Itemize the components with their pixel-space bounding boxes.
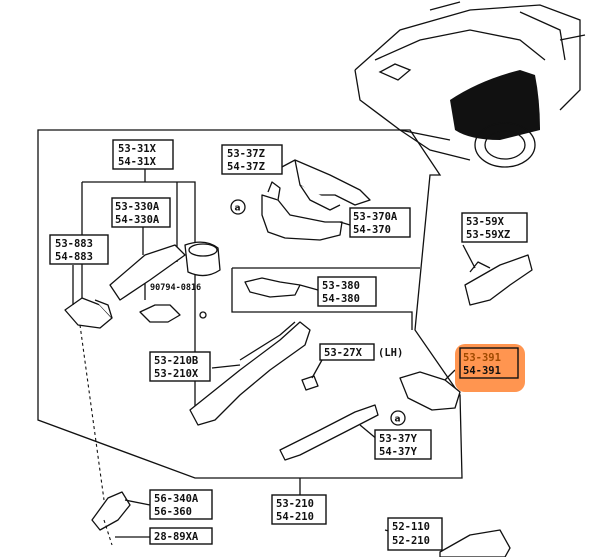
callout-a-upper: a [230,199,246,215]
member-330a [109,241,221,301]
assembly-outline [37,129,463,479]
label-text: 53-380 [322,280,360,292]
callout-text: a [395,415,401,425]
label-text: 53-31X [118,143,157,155]
label-text: 53-210X [154,368,199,380]
label-text: 54-391 [463,365,501,377]
label-text: 54-330A [115,214,160,226]
bracket-883 [64,297,113,329]
label-53-37y: 53-37Y 54-37Y [374,429,432,460]
label-text: 53-59X [466,216,505,228]
bracket-340a [91,491,131,531]
bracket-upper-37z [294,159,371,211]
label-text: 54-31X [118,156,157,168]
label-text: 53-37Z [227,148,265,160]
panel-52-110 [439,529,511,557]
label-text: 54-37Z [227,161,265,173]
label-text: 52-110 [392,521,430,533]
label-53-330a: 53-330A 54-330A [111,197,171,228]
label-text: (LH) [378,347,403,359]
label-53-59x: 53-59X 53-59XZ [461,212,528,243]
label-text: 52-210 [392,535,430,547]
label-text: 54-210 [276,511,314,523]
label-text: 53-330A [115,201,160,213]
bracket-380 [244,277,301,298]
label-text: 90794-0816 [150,283,201,293]
label-text: 54-883 [55,251,93,263]
label-text: 28-89XA [154,531,199,543]
label-53-210b: 53-210B 53-210X [149,351,211,382]
label-text: 53-37Y [379,433,418,445]
label-53-37z: 53-37Z 54-37Z [221,144,283,175]
label-53-27x: 53-27X (LH) [319,343,403,361]
label-53-391-highlighted: 53-391 54-391 [455,344,525,392]
bracket-59x [464,254,533,306]
frame-210b [189,321,311,426]
label-text: 56-340A [154,493,199,505]
label-text: 53-210 [276,498,314,510]
label-28-89xa: 28-89XA [149,527,213,545]
bolt-90794 [139,304,207,323]
label-52-110: 52-110 52-210 [387,517,443,551]
label-56-340a: 56-340A 56-360 [149,489,213,520]
label-text: 53-883 [55,238,93,250]
label-53-883: 53-883 54-883 [49,234,109,265]
label-text: 53-370A [353,211,398,223]
label-53-210: 53-210 54-210 [271,494,327,525]
label-text: 53-59XZ [466,229,510,241]
label-text: 53-210B [154,355,198,367]
label-text: 54-380 [322,293,360,305]
label-53-31x: 53-31X 54-31X [112,139,174,170]
label-90794-0816: 90794-0816 [150,283,201,293]
panel-391 [399,371,461,411]
member-37y [279,404,379,461]
callout-a-lower: a [390,410,406,426]
label-text: 53-27X [324,347,363,359]
label-text: 53-391 [463,352,501,364]
label-53-380: 53-380 54-380 [317,276,377,307]
clip-27x [301,375,319,391]
label-text: 54-370 [353,224,391,236]
label-53-370a: 53-370A 54-370 [349,207,411,238]
callout-text: a [235,204,241,214]
bracket-370 [261,181,343,241]
label-text: 56-360 [154,506,192,518]
car-body-illustration [354,1,586,168]
label-text: 54-37Y [379,446,418,458]
